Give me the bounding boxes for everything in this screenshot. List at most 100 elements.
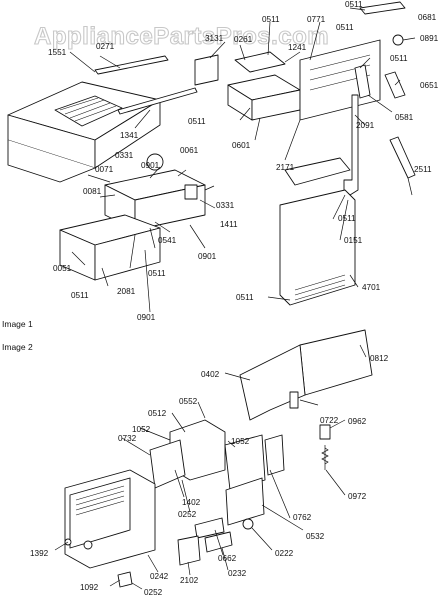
part-0891 — [392, 34, 404, 46]
label-1341: 1341 — [120, 131, 139, 140]
gasket-0762 — [264, 434, 285, 476]
label-0511-b: 0511 — [262, 15, 280, 24]
bracket-3131 — [194, 54, 219, 86]
panel-face — [69, 477, 131, 549]
part-0732 — [149, 439, 186, 489]
label-2081: 2081 — [117, 287, 136, 296]
label-0511-h: 0511 — [148, 269, 166, 278]
label-1052-b: 1052 — [231, 437, 250, 446]
label-0071: 0071 — [95, 165, 114, 174]
label-0081: 0081 — [83, 187, 102, 196]
icemaker-cover — [234, 51, 286, 73]
label-0532: 0532 — [306, 532, 325, 541]
section-image-2: Image 2 — [2, 342, 33, 352]
label-0271: 0271 — [96, 42, 115, 51]
housing-0812 — [299, 329, 373, 396]
label-0962: 0962 — [348, 417, 367, 426]
pin-0722 — [289, 391, 299, 409]
label-0242: 0242 — [150, 572, 169, 581]
label-0511-e: 0511 — [188, 117, 206, 126]
panel-2091 — [299, 39, 381, 121]
label-0151: 0151 — [344, 236, 363, 245]
label-0511-f: 0511 — [338, 214, 356, 223]
label-0051: 0051 — [53, 264, 72, 273]
part-0532 — [225, 477, 265, 526]
screw-1392 — [83, 540, 93, 550]
watermark: AppliancePartsPros.com — [34, 23, 329, 50]
label-0732: 0732 — [118, 434, 137, 443]
label-0771: 0771 — [307, 15, 326, 24]
housing-0402 — [239, 344, 306, 421]
label-1052-a: 1052 — [132, 425, 151, 434]
part-1092 — [117, 571, 133, 588]
label-1411: 1411 — [220, 220, 238, 229]
door-4701 — [279, 189, 356, 306]
ice-bin-lower — [7, 140, 96, 183]
cover-0051-side — [94, 227, 161, 281]
label-0061: 0061 — [180, 146, 199, 155]
label-1551: 1551 — [48, 48, 67, 57]
label-0511-d: 0511 — [390, 54, 408, 63]
label-0511-i: 0511 — [236, 293, 254, 302]
spring-0972 — [321, 447, 329, 465]
label-1402: 1402 — [182, 498, 201, 507]
part-2511 — [389, 136, 416, 179]
label-0512: 0512 — [148, 409, 167, 418]
part-0222 — [242, 518, 254, 530]
tube-2171 — [343, 94, 359, 196]
label-1241: 1241 — [288, 43, 307, 52]
label-0402: 0402 — [201, 370, 220, 379]
section-image-1: Image 1 — [2, 319, 33, 329]
label-0252-a: 0252 — [178, 510, 197, 519]
bar-1341 — [117, 87, 198, 115]
label-2511: 2511 — [414, 165, 432, 174]
label-0901-a: 0901 — [141, 161, 160, 170]
part-0762 — [224, 434, 266, 491]
label-0331-b: 0331 — [216, 201, 235, 210]
label-0331-a: 0331 — [115, 151, 134, 160]
label-0232: 0232 — [228, 569, 247, 578]
label-3131: 3131 — [205, 34, 224, 43]
label-0762: 0762 — [293, 513, 312, 522]
part-1411 — [184, 184, 198, 200]
cylinder-0962 — [319, 424, 331, 440]
label-0901-b: 0901 — [198, 252, 217, 261]
image1-labels: 0511 0681 0891 1551 0271 3131 0261 0511 … — [48, 0, 439, 322]
label-2102: 2102 — [180, 576, 199, 585]
label-0662: 0662 — [218, 554, 237, 563]
label-0552: 0552 — [179, 397, 198, 406]
label-0222: 0222 — [275, 549, 294, 558]
panel-0151 — [284, 157, 351, 186]
label-0972: 0972 — [348, 492, 367, 501]
motor-0061 — [146, 153, 164, 171]
label-1092: 1092 — [80, 583, 99, 592]
label-0651: 0651 — [420, 81, 439, 90]
label-0681: 0681 — [418, 13, 437, 22]
image2-parts — [64, 329, 373, 588]
label-0812: 0812 — [370, 354, 389, 363]
label-2171: 2171 — [276, 163, 295, 172]
label-2091: 2091 — [356, 121, 375, 130]
label-0511: 0511 — [345, 0, 363, 9]
label-0891: 0891 — [420, 34, 439, 43]
label-0601: 0601 — [232, 141, 251, 150]
label-0511-g: 0511 — [71, 291, 89, 300]
label-0722: 0722 — [320, 416, 339, 425]
part-2102 — [177, 535, 201, 566]
label-0261: 0261 — [234, 35, 253, 44]
label-4701: 4701 — [362, 283, 381, 292]
label-0581: 0581 — [395, 113, 414, 122]
label-1392: 1392 — [30, 549, 49, 558]
image2-labels: 0402 0812 0552 0512 1052 0732 0722 1052 … — [30, 354, 389, 597]
image2-leaders — [54, 344, 367, 590]
label-0511-c: 0511 — [336, 23, 354, 32]
part-0662 — [194, 517, 225, 539]
label-0252-b: 0252 — [144, 588, 163, 597]
rail-0271 — [94, 55, 169, 75]
label-0541: 0541 — [158, 236, 177, 245]
part-0681 — [359, 1, 406, 15]
image1-leaders — [69, 7, 416, 313]
label-0901-c: 0901 — [137, 313, 156, 322]
